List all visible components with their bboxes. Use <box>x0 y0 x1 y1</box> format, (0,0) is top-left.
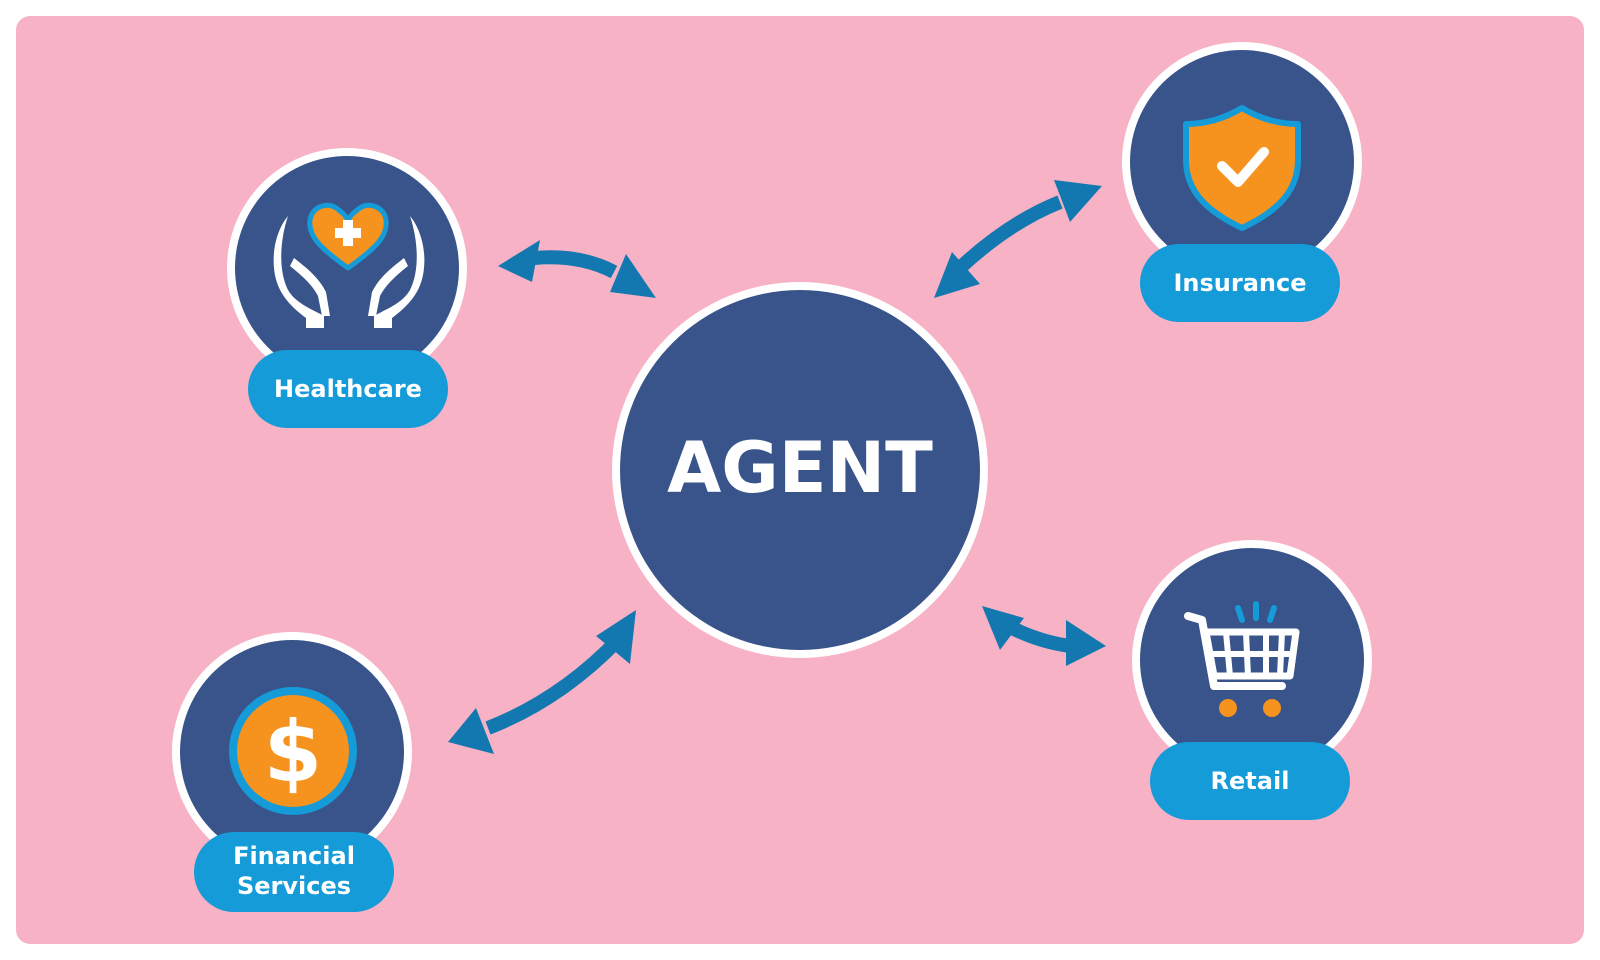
arrow-healthcare-agent <box>498 240 656 298</box>
healthcare-node: Healthcare <box>227 148 467 428</box>
dollar-coin-icon: $ <box>229 687 357 815</box>
svg-text:$: $ <box>264 703 322 801</box>
healthcare-hands-heart-icon <box>273 202 425 328</box>
healthcare-label: Healthcare <box>274 375 422 403</box>
arrow-retail-agent <box>982 606 1106 666</box>
financial-label-line2: Services <box>237 872 351 900</box>
arrow-insurance-agent <box>934 180 1102 298</box>
shopping-cart-icon <box>1184 601 1300 717</box>
retail-node: Retail <box>1132 540 1372 820</box>
arrow-financial-agent <box>448 610 636 754</box>
financial-label-line1: Financial <box>233 842 355 870</box>
agent-node: AGENT <box>612 282 988 658</box>
insurance-label: Insurance <box>1173 269 1306 297</box>
arrows <box>448 180 1106 754</box>
retail-label: Retail <box>1211 767 1290 795</box>
agent-label: AGENT <box>667 427 933 509</box>
financial-node: $ Financial Services <box>172 632 412 912</box>
insurance-node: Insurance <box>1122 42 1362 322</box>
shield-check-icon <box>1183 105 1301 231</box>
